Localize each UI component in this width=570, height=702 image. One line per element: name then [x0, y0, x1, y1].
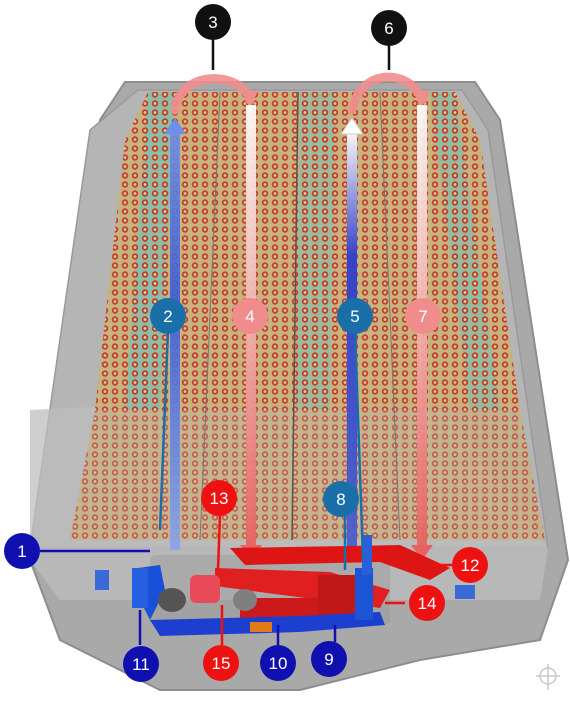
marker-label: 9 [324, 650, 333, 669]
marker-label: 11 [132, 655, 150, 674]
marker-label: 2 [163, 307, 172, 326]
marker-circle [311, 641, 347, 677]
marker-circle [452, 547, 488, 583]
marker-label: 15 [212, 654, 231, 673]
marker-circle [409, 585, 445, 621]
marker-8: 8 [323, 481, 359, 517]
flow-5-arrow [347, 130, 357, 550]
flow-3-crossover-arrow [170, 74, 255, 115]
marker-label: 13 [210, 489, 229, 508]
marker-circle [323, 481, 359, 517]
flow-5-arrowhead [340, 117, 364, 135]
marker-circle [123, 646, 159, 682]
marker-circle [232, 298, 268, 334]
marker-1: 1 [4, 533, 40, 569]
marker-circle [203, 645, 239, 681]
leader-5 [353, 329, 365, 561]
marker-circle [4, 533, 40, 569]
marker-label: 3 [208, 13, 217, 32]
marker-6: 6 [371, 10, 407, 46]
marker-label: 4 [245, 307, 254, 326]
marker-label: 5 [350, 307, 359, 326]
marker-14: 14 [409, 585, 445, 621]
marker-11: 11 [123, 646, 159, 682]
leader-lines [40, 38, 452, 645]
marker-5: 5 [337, 298, 373, 334]
marker-circle [260, 645, 296, 681]
flow-7-arrowhead [411, 545, 433, 560]
marker-10: 10 [260, 645, 296, 681]
marker-circle [337, 298, 373, 334]
marker-circle [371, 10, 407, 46]
battery-cell-modules [70, 91, 545, 541]
marker-circle [201, 480, 237, 516]
marker-12: 12 [452, 547, 488, 583]
marker-label: 10 [269, 654, 288, 673]
marker-label: 14 [418, 594, 437, 613]
marker-7: 7 [405, 298, 441, 334]
flow-2-arrow [170, 130, 180, 550]
marker-label: 8 [336, 490, 345, 509]
marker-label: 12 [461, 556, 480, 575]
marker-circle [405, 298, 441, 334]
marker-3: 3 [195, 4, 231, 40]
flow-6-arrowhead [414, 90, 430, 104]
flow-3-arrowhead [242, 90, 258, 104]
pump-component [158, 588, 186, 612]
marker-circle [195, 4, 231, 40]
marker-label: 7 [418, 307, 427, 326]
marker-13: 13 [201, 480, 237, 516]
leader-2 [158, 329, 170, 531]
marker-2: 2 [150, 298, 186, 334]
marker-label: 6 [384, 19, 393, 38]
leader-13 [216, 514, 222, 571]
marker-15: 15 [203, 645, 239, 681]
marker-4: 4 [232, 298, 268, 334]
marker-9: 9 [311, 641, 347, 677]
marker-circle [150, 298, 186, 334]
orientation-gizmo-icon [536, 664, 560, 690]
connector-component [250, 622, 272, 632]
red-return-manifold [190, 545, 450, 620]
valve-component [233, 589, 257, 611]
flow-2-arrowhead [164, 118, 186, 134]
flow-6-crossover-arrow [347, 72, 427, 115]
marker-label: 1 [17, 542, 26, 561]
